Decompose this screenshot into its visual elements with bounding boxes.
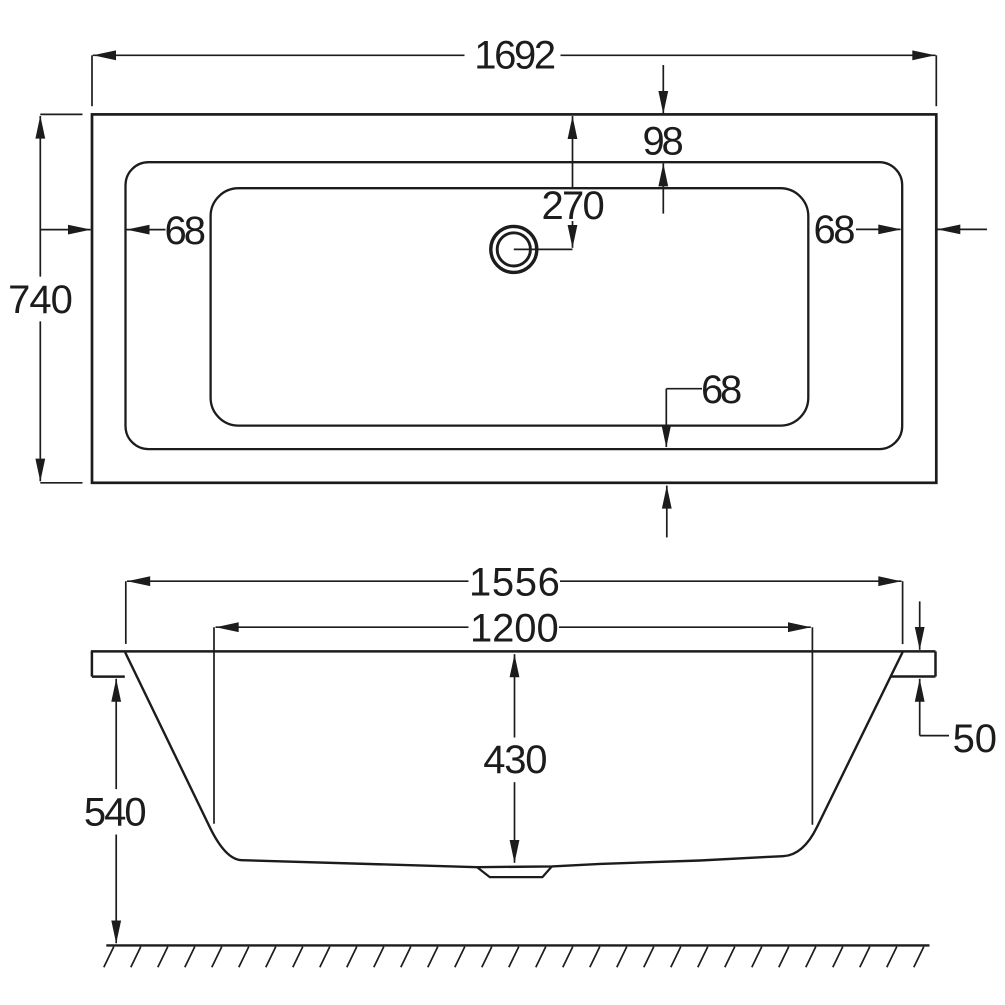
svg-text:1200: 1200 [470,606,559,650]
svg-text:68: 68 [814,208,855,252]
svg-text:98: 98 [643,119,683,163]
svg-text:1692: 1692 [474,33,555,77]
svg-text:68: 68 [164,209,204,253]
svg-text:740: 740 [8,278,72,322]
svg-text:270: 270 [541,184,603,228]
svg-text:50: 50 [953,717,997,761]
svg-text:1556: 1556 [469,561,561,605]
svg-text:540: 540 [84,790,145,834]
svg-text:68: 68 [701,368,741,412]
svg-text:430: 430 [483,738,546,782]
